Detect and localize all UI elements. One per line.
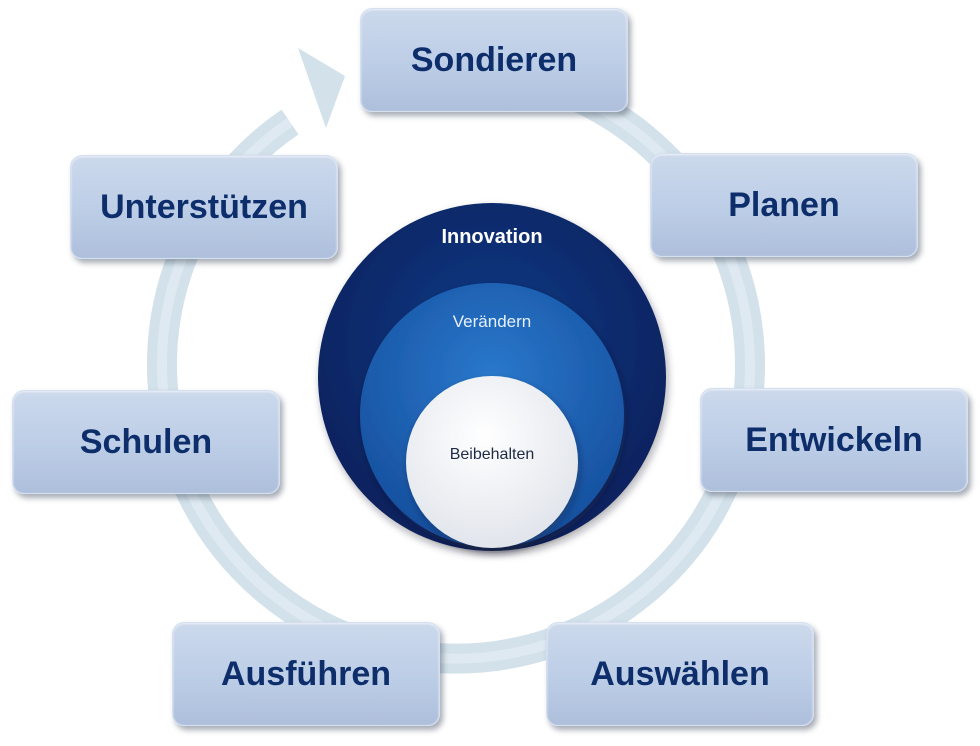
beibehalten-label: Beibehalten (449, 446, 535, 463)
step-label: Sondieren (410, 40, 578, 79)
step-planen[interactable]: Planen (650, 153, 918, 257)
cycle-arrowhead (298, 48, 345, 128)
step-entwickeln[interactable]: Entwickeln (700, 388, 968, 492)
step-label: Unterstützen (100, 187, 308, 226)
step-auswaehlen[interactable]: Auswählen (546, 622, 814, 726)
step-label: Schulen (79, 422, 213, 461)
step-label: Entwickeln (745, 420, 923, 459)
step-schulen[interactable]: Schulen (12, 390, 280, 494)
step-sondieren[interactable]: Sondieren (360, 8, 628, 112)
step-unterstuetzen[interactable]: Unterstützen (70, 155, 338, 259)
step-label: Planen (728, 185, 840, 224)
veraendern-label: Verändern (452, 312, 532, 331)
step-label: Auswählen (590, 654, 770, 693)
step-ausfuehren[interactable]: Ausführen (172, 622, 440, 726)
inner-circle-beibehalten (406, 376, 578, 548)
step-label: Ausführen (221, 654, 391, 693)
innovation-label: Innovation (441, 226, 543, 248)
